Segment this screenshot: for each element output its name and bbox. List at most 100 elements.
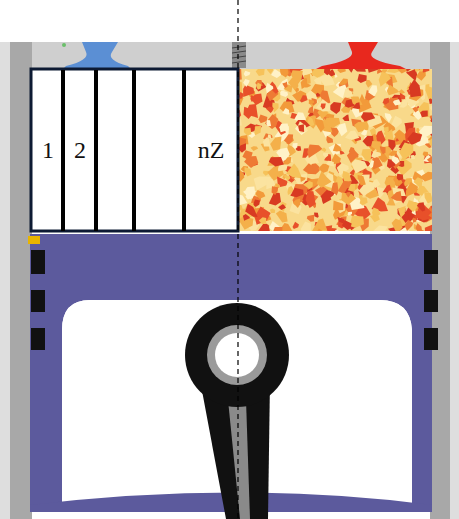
flame-fleck <box>282 82 287 89</box>
flame-fleck <box>351 159 368 173</box>
flame-fleck <box>392 219 403 232</box>
flame-fleck <box>397 174 404 181</box>
flame-fleck <box>250 95 256 102</box>
flame-fleck <box>400 93 405 100</box>
flame-fleck <box>311 219 328 232</box>
flame-fleck <box>393 99 401 105</box>
flame-fleck <box>368 85 377 96</box>
flame-fleck <box>309 99 315 104</box>
flame-fleck <box>254 126 261 135</box>
flame-fleck <box>245 104 258 118</box>
flame-fleck <box>301 221 311 231</box>
flame-fleck <box>329 144 341 156</box>
flame-fleck <box>379 72 391 87</box>
flame-fleck <box>399 143 413 161</box>
flame-fleck <box>333 143 342 151</box>
flame-fleck <box>298 124 304 132</box>
flame-fleck <box>337 69 346 73</box>
flame-fleck <box>281 223 293 231</box>
flame-fleck <box>391 116 402 128</box>
flame-fleck <box>315 119 325 133</box>
flame-fleck <box>300 177 305 182</box>
flame-fleck <box>251 146 259 151</box>
flame-fleck <box>266 83 274 94</box>
flame-fleck <box>357 74 366 83</box>
flame-fleck <box>419 69 423 72</box>
flame-fleck <box>273 227 283 231</box>
zone-divider <box>63 70 184 231</box>
flame-fleck <box>418 69 429 73</box>
zone-number: 2 <box>74 138 86 162</box>
flame-fleck <box>342 220 352 230</box>
flame-fleck <box>280 69 289 78</box>
flame-fleck <box>411 155 415 159</box>
flame-fleck <box>290 188 303 198</box>
flame-fleck <box>239 168 244 182</box>
flame-fleck <box>278 204 286 210</box>
spark-plug-thread <box>232 46 246 63</box>
flame-fleck <box>339 79 348 85</box>
flame-fleck <box>286 164 302 179</box>
flame-fleck <box>266 120 271 126</box>
flame-fleck <box>259 217 266 224</box>
flame-fleck <box>342 114 349 121</box>
flame-fleck <box>429 139 432 148</box>
flame-fleck <box>256 83 261 90</box>
flame-fleck <box>333 201 343 211</box>
flame-fleck <box>326 161 334 167</box>
flame-fleck <box>297 121 308 133</box>
flame-fleck <box>402 99 408 105</box>
flame-fleck <box>385 113 392 123</box>
flame-fleck <box>388 139 396 151</box>
flame-fleck <box>334 229 340 231</box>
zone-cell: 2 <box>64 71 96 229</box>
flame-fleck <box>369 160 374 168</box>
flame-fleck <box>352 69 366 72</box>
flame-fleck <box>342 171 352 182</box>
exhaust-valve <box>314 42 408 70</box>
flame-fleck <box>429 88 432 100</box>
flame-fleck <box>383 98 390 105</box>
flame-fleck <box>300 95 308 102</box>
flame-fleck <box>387 85 399 96</box>
cylinder-wall <box>450 42 459 519</box>
flame-fleck <box>361 130 367 136</box>
flame-fleck <box>372 208 381 219</box>
flame-fleck <box>321 147 327 152</box>
flame-fleck <box>307 145 322 158</box>
flame-fleck <box>316 99 330 112</box>
flame-fleck <box>325 118 340 129</box>
flame-fleck <box>263 138 271 147</box>
flame-fleck <box>255 190 265 199</box>
flame-fleck <box>326 136 333 144</box>
flame-fleck <box>345 131 359 140</box>
zone-cell: nZ <box>186 71 236 229</box>
flame-fleck <box>337 123 348 136</box>
flame-fleck <box>427 154 432 167</box>
flame-fleck <box>424 192 432 203</box>
flame-fleck <box>418 102 430 117</box>
flame-fleck <box>244 156 258 168</box>
flame-fleck <box>348 184 355 192</box>
flame-fleck <box>293 222 300 229</box>
flame-fleck <box>414 177 423 187</box>
flame-fleck <box>359 195 363 200</box>
flame-fleck <box>430 106 432 114</box>
flame-fleck <box>420 110 428 117</box>
flame-fleck <box>430 205 432 213</box>
flame-fleck <box>352 102 360 109</box>
flame-fleck <box>392 156 400 165</box>
flame-fleck <box>307 215 314 222</box>
flame-fleck <box>284 134 293 144</box>
valve-mark <box>62 43 66 47</box>
flame-fleck <box>269 157 284 167</box>
zone-number: nZ <box>198 138 225 162</box>
flame-fleck <box>383 185 392 193</box>
flame-fleck <box>348 212 353 216</box>
flame-fleck <box>244 128 252 136</box>
flame-fleck <box>279 123 289 132</box>
flame-fleck <box>425 224 432 231</box>
flame-fleck <box>266 106 274 113</box>
flame-fleck <box>303 163 314 174</box>
